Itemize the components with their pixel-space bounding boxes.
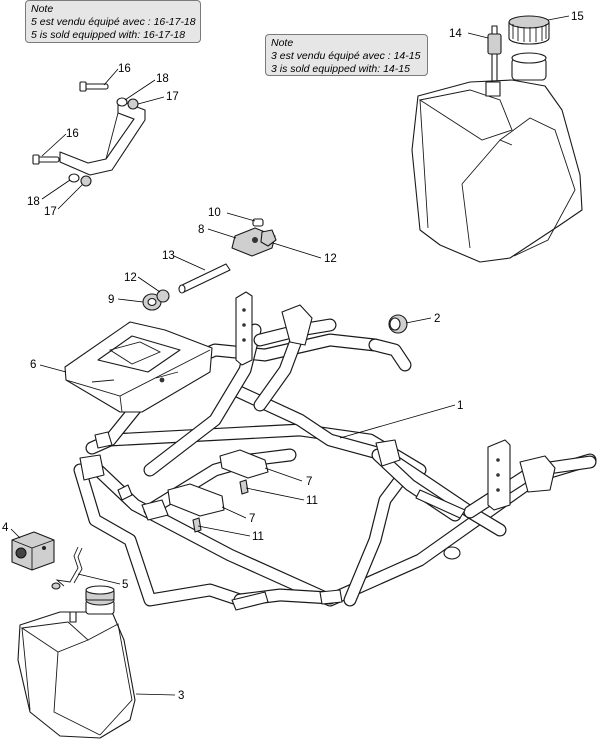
callout-18-lower: 18: [27, 196, 40, 208]
fuel-tank-3: [17, 585, 136, 739]
callout-14: 14: [449, 28, 462, 40]
callout-1: 1: [457, 400, 463, 412]
wire-clip-5: [51, 546, 83, 590]
note-line-en: 3 is sold equipped with: 14-15: [271, 63, 410, 75]
callout-numbers: 15 14 16 18 17 16 18 17 10 8 12 13 12 9 …: [2, 11, 584, 702]
note-title: Note: [271, 37, 294, 49]
callout-8: 8: [198, 224, 204, 236]
callout-16-lower: 16: [66, 128, 79, 140]
callout-18-upper: 18: [156, 73, 169, 85]
fuel-cap-15: [508, 15, 550, 45]
clamp-assembly: [231, 218, 277, 257]
grommet-2: [388, 314, 408, 334]
callout-10: 10: [208, 207, 221, 219]
note-line-fr: 3 est vendu équipé avec : 14-15: [271, 50, 421, 62]
fuel-tank-upper: [411, 52, 583, 263]
seat-support-6: [64, 321, 213, 413]
callout-16-upper: 16: [118, 63, 131, 75]
note-line-en: 5 is sold equipped with: 16-17-18: [31, 29, 186, 41]
rod-13: [178, 263, 231, 294]
note-title: Note: [31, 3, 54, 15]
callout-11-right: 11: [306, 495, 318, 507]
callout-3: 3: [178, 690, 184, 702]
callout-7-left: 7: [249, 513, 255, 525]
callout-5: 5: [122, 579, 128, 591]
bushing-9: [142, 289, 170, 311]
callout-6: 6: [30, 359, 36, 371]
mount-plate-7b: [167, 483, 225, 533]
callout-13: 13: [162, 250, 175, 262]
callout-11-left: 11: [252, 531, 264, 543]
mount-plate-7a: [219, 449, 269, 495]
callout-12-upper: 12: [324, 253, 337, 265]
leader-lines: [10, 15, 570, 696]
callout-9: 9: [108, 294, 114, 306]
callout-7-right: 7: [306, 476, 312, 488]
callout-17-lower: 17: [44, 206, 57, 218]
note-line-fr: 5 est vendu équipé avec : 16-17-18: [31, 16, 196, 28]
note-box-part-3: Note 3 est vendu équipé avec : 14-15 3 i…: [265, 34, 428, 76]
support-bracket-5: [32, 81, 146, 187]
callout-4: 4: [2, 522, 9, 534]
callout-12-lower: 12: [124, 272, 137, 284]
sensor-box-4: [11, 531, 55, 571]
callout-17-upper: 17: [166, 91, 179, 103]
callout-15: 15: [571, 11, 584, 23]
vent-valve-14: [487, 25, 502, 85]
note-box-part-5: Note 5 est vendu équipé avec : 16-17-18 …: [25, 0, 201, 43]
callout-2: 2: [434, 313, 440, 325]
